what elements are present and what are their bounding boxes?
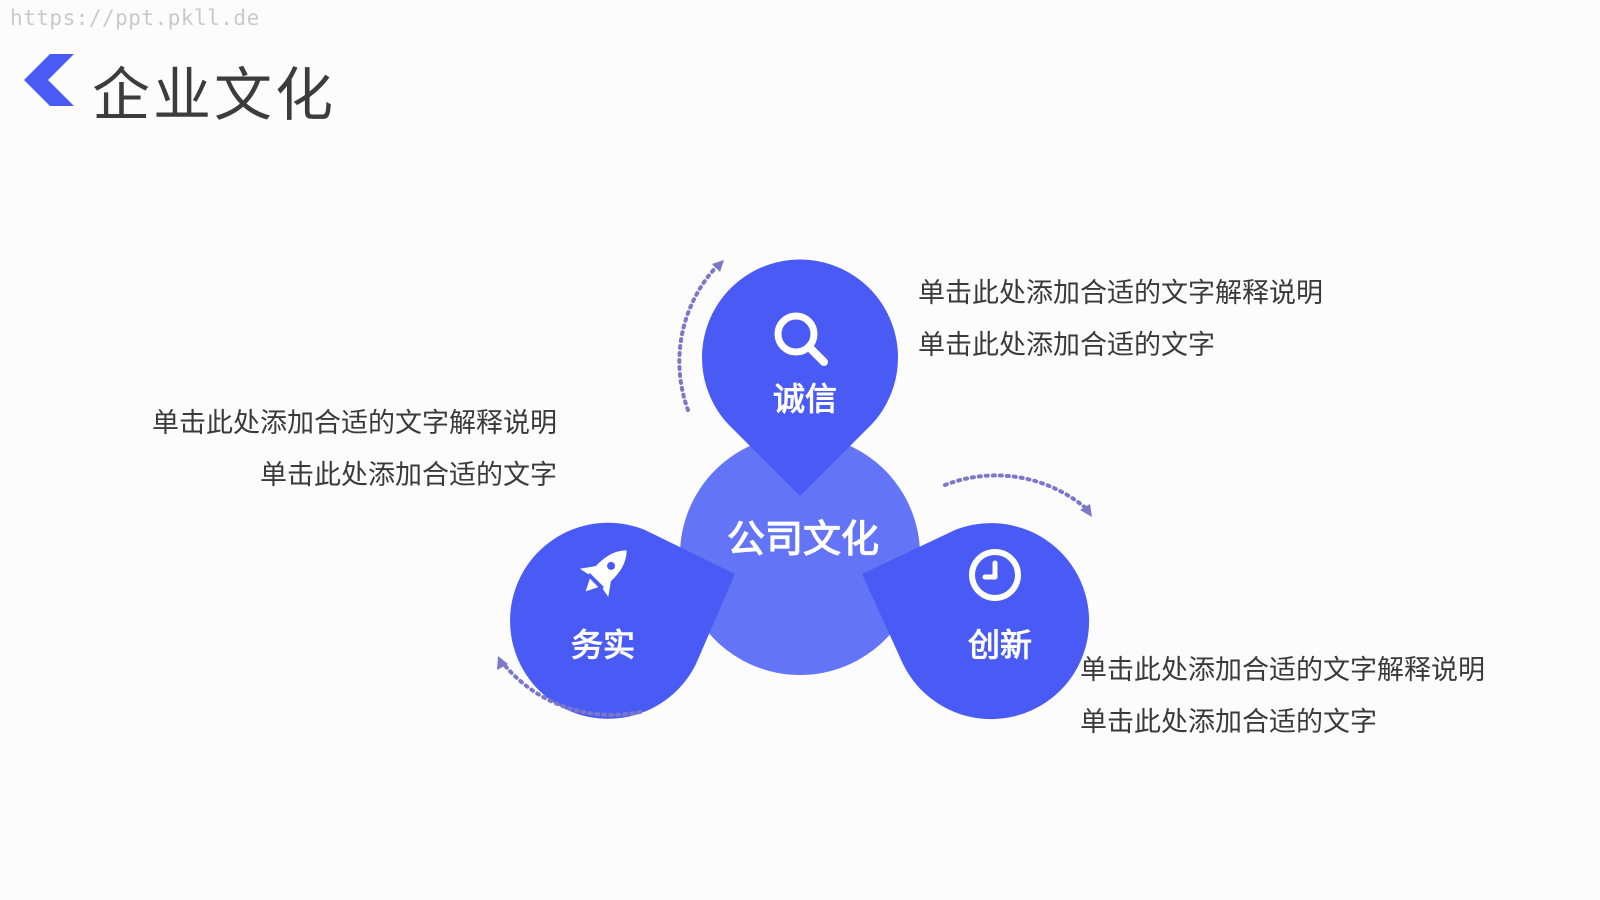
dotted-arc-right bbox=[943, 473, 1090, 512]
clock-icon bbox=[969, 549, 1021, 601]
arrow-left bbox=[497, 656, 508, 670]
description-line: 单击此处添加合适的文字 bbox=[1080, 707, 1377, 738]
node-label-innovation: 创新 bbox=[967, 626, 1032, 664]
arrow-right bbox=[1080, 504, 1092, 517]
page-title: 企业文化 bbox=[92, 61, 337, 129]
back-chevron-icon[interactable] bbox=[20, 52, 76, 108]
description-pragmatic: 单击此处添加合适的文字解释说明 单击此处添加合适的文字 bbox=[100, 398, 557, 502]
description-line: 单击此处添加合适的文字 bbox=[918, 330, 1215, 361]
dotted-arc-left bbox=[500, 660, 642, 717]
description-integrity: 单击此处添加合适的文字解释说明 单击此处添加合适的文字 bbox=[918, 268, 1323, 372]
node-label-pragmatic: 务实 bbox=[571, 626, 635, 664]
arrow-top bbox=[712, 260, 724, 272]
node-label-integrity: 诚信 bbox=[773, 380, 837, 418]
node-pragmatic[interactable] bbox=[510, 522, 735, 719]
description-line: 单击此处添加合适的文字 bbox=[260, 460, 557, 491]
node-innovation[interactable] bbox=[862, 523, 1090, 720]
dotted-arc-top bbox=[677, 263, 720, 412]
description-innovation: 单击此处添加合适的文字解释说明 单击此处添加合适的文字 bbox=[1080, 645, 1485, 749]
watermark-url: https://ppt.pkll.de bbox=[10, 6, 260, 30]
description-line: 单击此处添加合适的文字解释说明 bbox=[152, 408, 557, 439]
search-icon bbox=[774, 312, 828, 366]
description-line: 单击此处添加合适的文字解释说明 bbox=[1080, 655, 1485, 686]
description-line: 单击此处添加合适的文字解释说明 bbox=[918, 278, 1323, 309]
node-integrity[interactable] bbox=[702, 259, 898, 496]
center-circle bbox=[680, 435, 920, 675]
center-label: 公司文化 bbox=[727, 517, 879, 561]
